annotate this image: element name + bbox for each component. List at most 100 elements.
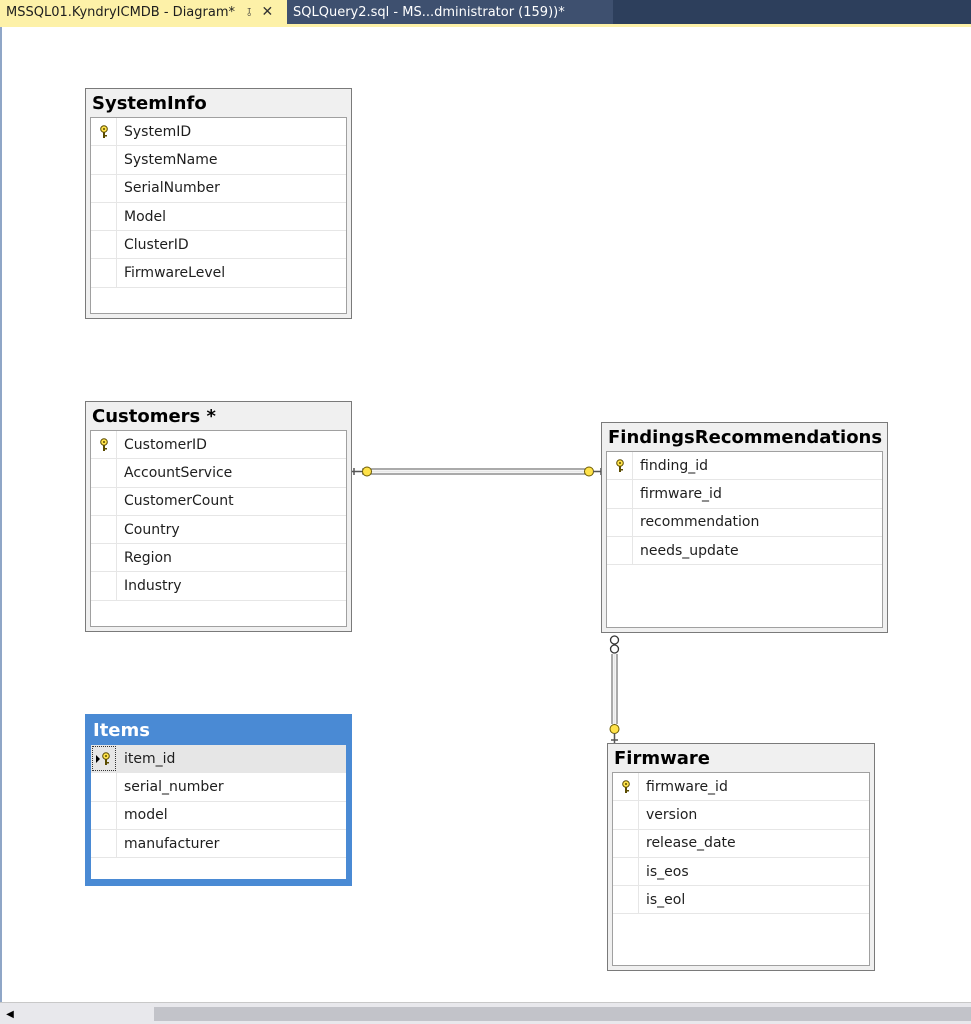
primary-key-icon xyxy=(613,773,639,801)
column-row[interactable]: Country xyxy=(91,515,346,545)
table-title: Firmware xyxy=(614,748,710,769)
active-tab-underline xyxy=(0,24,971,27)
row-gutter xyxy=(91,487,117,515)
tab-sqlquery[interactable]: SQLQuery2.sql - MS...dministrator (159))… xyxy=(287,0,613,24)
primary-key-icon xyxy=(91,431,117,459)
row-gutter xyxy=(91,773,117,801)
table-title: Items xyxy=(93,720,150,741)
row-gutter xyxy=(613,801,639,829)
column-row[interactable]: ClusterID xyxy=(91,231,346,260)
row-gutter xyxy=(91,515,117,544)
primary-key-icon xyxy=(91,118,117,146)
relationship-infinity-icon xyxy=(609,635,620,654)
column-grid: firmware_id version release_date is_eos … xyxy=(612,772,870,966)
column-grid: SystemID SystemName SerialNumber Model C… xyxy=(90,117,347,314)
column-row[interactable]: model xyxy=(91,801,346,830)
row-gutter xyxy=(607,480,633,508)
column-row[interactable]: needs_update xyxy=(607,536,882,566)
column-grid: CustomerID AccountService CustomerCount … xyxy=(90,430,347,627)
column-name: FirmwareLevel xyxy=(124,265,226,282)
column-row[interactable]: is_eos xyxy=(613,857,869,887)
column-name: is_eos xyxy=(646,863,689,880)
column-row[interactable]: firmware_id xyxy=(607,480,882,509)
column-row[interactable]: release_date xyxy=(613,829,869,858)
column-row[interactable]: Model xyxy=(91,202,346,232)
column-name: model xyxy=(124,807,168,824)
row-gutter xyxy=(91,829,117,858)
row-selector-arrow-icon xyxy=(91,745,117,773)
column-row[interactable]: manufacturer xyxy=(91,829,346,859)
tab-sqlquery-label: SQLQuery2.sql - MS...dministrator (159))… xyxy=(293,4,565,20)
row-gutter xyxy=(91,459,117,487)
column-row[interactable]: item_id xyxy=(91,745,346,774)
column-name: SystemID xyxy=(124,123,192,140)
column-name: manufacturer xyxy=(124,835,220,852)
table-items[interactable]: Items item_id serial_number model manufa… xyxy=(85,714,352,886)
column-row[interactable]: Industry xyxy=(91,572,346,601)
column-name: ClusterID xyxy=(124,236,189,253)
column-row[interactable]: SerialNumber xyxy=(91,174,346,203)
column-name: serial_number xyxy=(124,778,224,795)
column-name: AccountService xyxy=(124,464,233,481)
table-firmware[interactable]: Firmware firmware_id version release_dat… xyxy=(607,743,875,971)
column-name: item_id xyxy=(124,750,176,767)
column-name: recommendation xyxy=(640,514,760,531)
row-gutter xyxy=(91,202,117,231)
column-row[interactable]: CustomerID xyxy=(91,431,346,460)
column-name: SerialNumber xyxy=(124,180,220,197)
column-name: Industry xyxy=(124,578,182,595)
relationship-customers-findings[interactable] xyxy=(352,466,604,477)
table-customers[interactable]: Customers * CustomerID AccountService Cu… xyxy=(85,401,352,632)
table-title: Customers * xyxy=(92,406,216,427)
row-gutter xyxy=(91,544,117,572)
column-name: finding_id xyxy=(640,457,709,474)
tab-diagram[interactable]: MSSQL01.KyndryICMDB - Diagram* ⫱ ✕ xyxy=(0,0,287,24)
column-row[interactable]: SystemID xyxy=(91,118,346,147)
row-gutter xyxy=(91,572,117,600)
pin-icon[interactable]: ⫱ xyxy=(247,4,252,19)
table-systeminfo[interactable]: SystemInfo SystemID SystemName SerialNum… xyxy=(85,88,352,319)
close-icon[interactable]: ✕ xyxy=(261,4,274,20)
column-grid: item_id serial_number model manufacturer xyxy=(90,744,347,880)
column-row[interactable]: AccountService xyxy=(91,459,346,488)
row-gutter xyxy=(91,801,117,829)
table-title: FindingsRecommendations * xyxy=(608,427,883,478)
column-row[interactable]: firmware_id xyxy=(613,773,869,802)
column-row[interactable]: CustomerCount xyxy=(91,487,346,516)
row-gutter xyxy=(607,508,633,536)
tab-bar-spacer xyxy=(613,0,971,24)
column-name: needs_update xyxy=(640,542,739,559)
relationship-findings-firmware[interactable] xyxy=(609,635,620,743)
row-gutter xyxy=(91,259,117,287)
column-name: is_eol xyxy=(646,891,686,908)
row-gutter xyxy=(91,231,117,259)
column-row[interactable]: serial_number xyxy=(91,773,346,802)
window-left-edge xyxy=(0,27,2,1002)
tab-diagram-label: MSSQL01.KyndryICMDB - Diagram* xyxy=(6,4,235,20)
scrollbar-thumb[interactable] xyxy=(154,1007,971,1021)
column-row[interactable]: Region xyxy=(91,544,346,573)
column-row[interactable]: SystemName xyxy=(91,146,346,175)
row-gutter xyxy=(613,857,639,886)
column-name: Country xyxy=(124,521,180,538)
relationship-key-icon-left xyxy=(352,466,372,477)
column-row[interactable]: version xyxy=(613,801,869,830)
row-gutter xyxy=(613,829,639,857)
column-name: Model xyxy=(124,208,167,225)
row-gutter xyxy=(613,886,639,914)
primary-key-icon xyxy=(607,452,633,480)
column-row[interactable]: is_eol xyxy=(613,886,869,915)
column-name: version xyxy=(646,806,698,823)
column-name: release_date xyxy=(646,835,736,852)
column-row[interactable]: FirmwareLevel xyxy=(91,259,346,288)
scroll-left-arrow-icon[interactable]: ◀ xyxy=(6,1008,14,1020)
column-grid: finding_id firmware_id recommendation ne… xyxy=(606,451,883,628)
column-row[interactable]: recommendation xyxy=(607,508,882,537)
row-gutter xyxy=(91,146,117,174)
table-findingsrecommendations[interactable]: FindingsRecommendations * finding_id fir… xyxy=(601,422,888,633)
column-name: firmware_id xyxy=(646,778,728,795)
horizontal-scrollbar[interactable]: ◀ xyxy=(0,1002,971,1024)
relationship-key-icon-bottom xyxy=(609,724,620,743)
column-row[interactable]: finding_id xyxy=(607,452,882,481)
